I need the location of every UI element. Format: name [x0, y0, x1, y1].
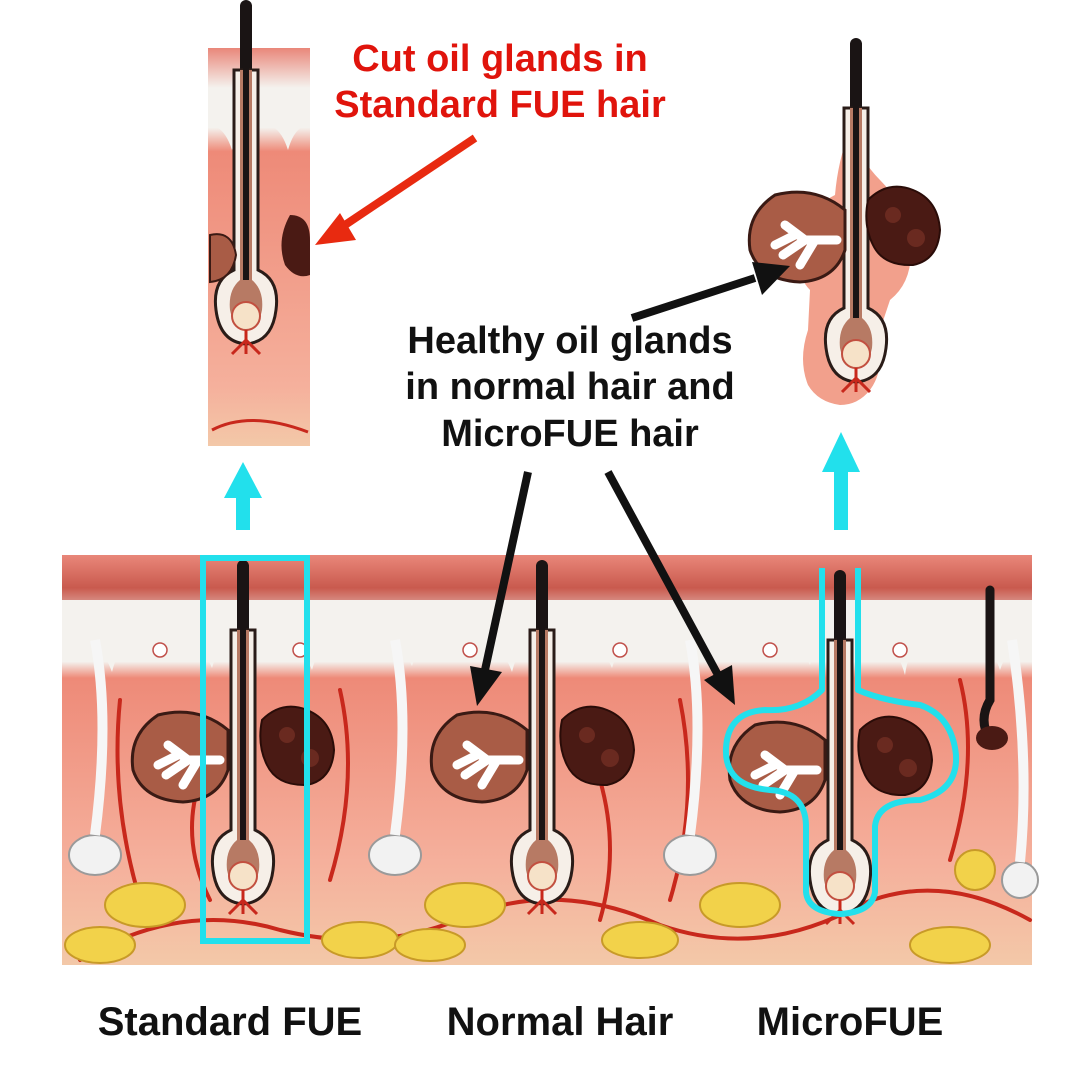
standard-fue-graft — [208, 0, 310, 446]
microfue-outline — [722, 568, 960, 917]
black-arrow-icon — [604, 470, 735, 705]
skin-cross-section — [62, 555, 1039, 965]
healthy-glands-label: Healthy oil glands in normal hair and Mi… — [405, 320, 735, 455]
caption-standard-fue: Standard FUE — [97, 1000, 363, 1044]
cut-glands-label: Cut oil glands in Standard FUE hair — [334, 38, 666, 127]
microfue-graft — [749, 36, 941, 405]
red-arrow-icon — [315, 134, 478, 245]
up-arrow-icon — [822, 432, 860, 530]
black-arrow-icon — [470, 471, 532, 706]
caption-normal-hair: Normal Hair — [446, 1000, 674, 1044]
standard-fue-outline — [200, 555, 310, 944]
black-arrow-icon — [630, 262, 790, 322]
up-arrow-icon — [224, 462, 262, 530]
caption-microfue: MicroFUE — [756, 1000, 944, 1044]
